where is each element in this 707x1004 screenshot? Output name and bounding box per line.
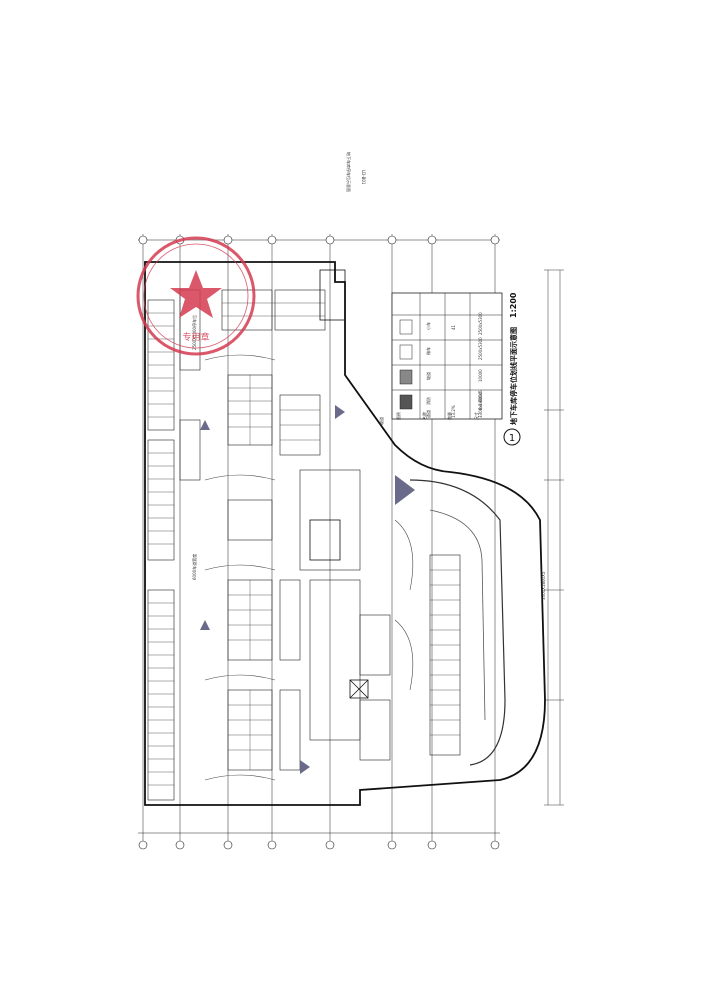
sheet-header: 地下车库停车位示意图 [346,152,352,192]
legend-row4-size-wrap: 3300x1800x5 [478,390,483,418]
parking-blocks-center [221,289,361,771]
official-stamp: 专用章 [136,236,256,356]
legend-row2-name-wrap: 坡道 [425,372,431,380]
core-blocks [309,269,369,699]
legend-row0-count: 41 [451,324,456,330]
legend-swatches [399,319,413,410]
legend-row4-count: 13.2% [451,405,456,418]
legend-header-3: 尺寸 [473,412,479,420]
ramp-curve-inner [429,509,486,721]
drawing-number: 1 [509,433,515,444]
sheet-header-code: LD-B01 [361,170,366,185]
grid-labels-bottom [138,840,500,850]
dimension-lines [544,269,564,806]
drawing-title-wrap: 地下车库停车位划线平面示意图 [509,327,518,425]
legend-row3-name: 消防 [425,397,431,405]
building-outline [144,261,546,806]
legend-row4-name: 通道 [425,410,431,418]
driveway-curves [204,354,414,781]
legend-row0-name: 小车 [425,322,431,330]
legend-row1-name: 微车 [425,347,431,355]
legend-row3-size: 8-8-6000 [478,391,483,410]
legend-row3-size-wrap: 8-8-6000 [478,391,483,410]
grid-labels-top [138,235,500,245]
ramp-label: 坡道 [378,417,384,425]
legend-row2-size-wrap: 10000 [478,369,483,382]
width-note-wrap: 6000车道宽度 [191,554,197,580]
legend-row4-size: 3300x1800x5 [478,390,483,418]
legend-header-2: 数量 [446,412,452,420]
width-note: 6000车道宽度 [191,554,197,580]
ramp-label-wrap: 坡道 [378,417,384,425]
legend-row1-name-wrap: 微车 [425,347,431,355]
legend-row2-name: 坡道 [425,372,431,380]
legend-row4-count-wrap: 13.2% [451,405,456,418]
parking-note: 2500X5300停车位 [191,315,197,350]
stamp-star-icon [170,270,222,318]
dim-note-wrap: 3300X1800X5 [541,571,546,600]
legend-header-2-wrap: 数量 [446,412,452,420]
legend-header-0: 图例 [395,412,401,420]
legend-row3-name-wrap: 消防 [425,397,431,405]
legend-header-3-wrap: 尺寸 [473,412,479,420]
header-line1: 地下车库停车位示意图 [346,152,352,192]
parking-note-wrap: 2500X5300停车位 [191,315,197,350]
legend-row0-name-wrap: 小车 [425,322,431,330]
legend-row0-size: 2500x5300 [478,312,483,335]
drawing-title-block: 1 [503,428,521,446]
drawing-scale-wrap: 1:200 [509,292,518,318]
drawing-title: 地下车库停车位划线平面示意图 [509,327,518,425]
legend-row2-size: 10000 [478,369,483,382]
legend-row1-size-wrap: 2500x5300 [478,337,483,360]
legend-row0-size-wrap: 2500x5300 [478,312,483,335]
legend-row1-size: 2500x5300 [478,337,483,360]
legend-header-1: 名称 [421,412,427,420]
header-line2: LD-B01 [361,170,366,185]
dim-note: 3300X1800X5 [541,571,546,600]
legend-row0-count-wrap: 41 [451,324,456,330]
direction-arrows [200,405,415,774]
ramp-curve [409,479,506,766]
legend-header-col: 图例 [395,412,401,420]
legend-row4-name-wrap: 通道 [425,410,431,418]
legend-header-1-wrap: 名称 [421,412,427,420]
drawing-scale: 1:200 [509,292,518,318]
stall-dividers-left [148,312,174,786]
stall-dividers-right [430,569,460,736]
parking-row-left [147,289,201,801]
parking-row-right [359,554,461,761]
stamp-text: 专用章 [182,331,209,343]
stall-dividers-center [222,302,325,770]
